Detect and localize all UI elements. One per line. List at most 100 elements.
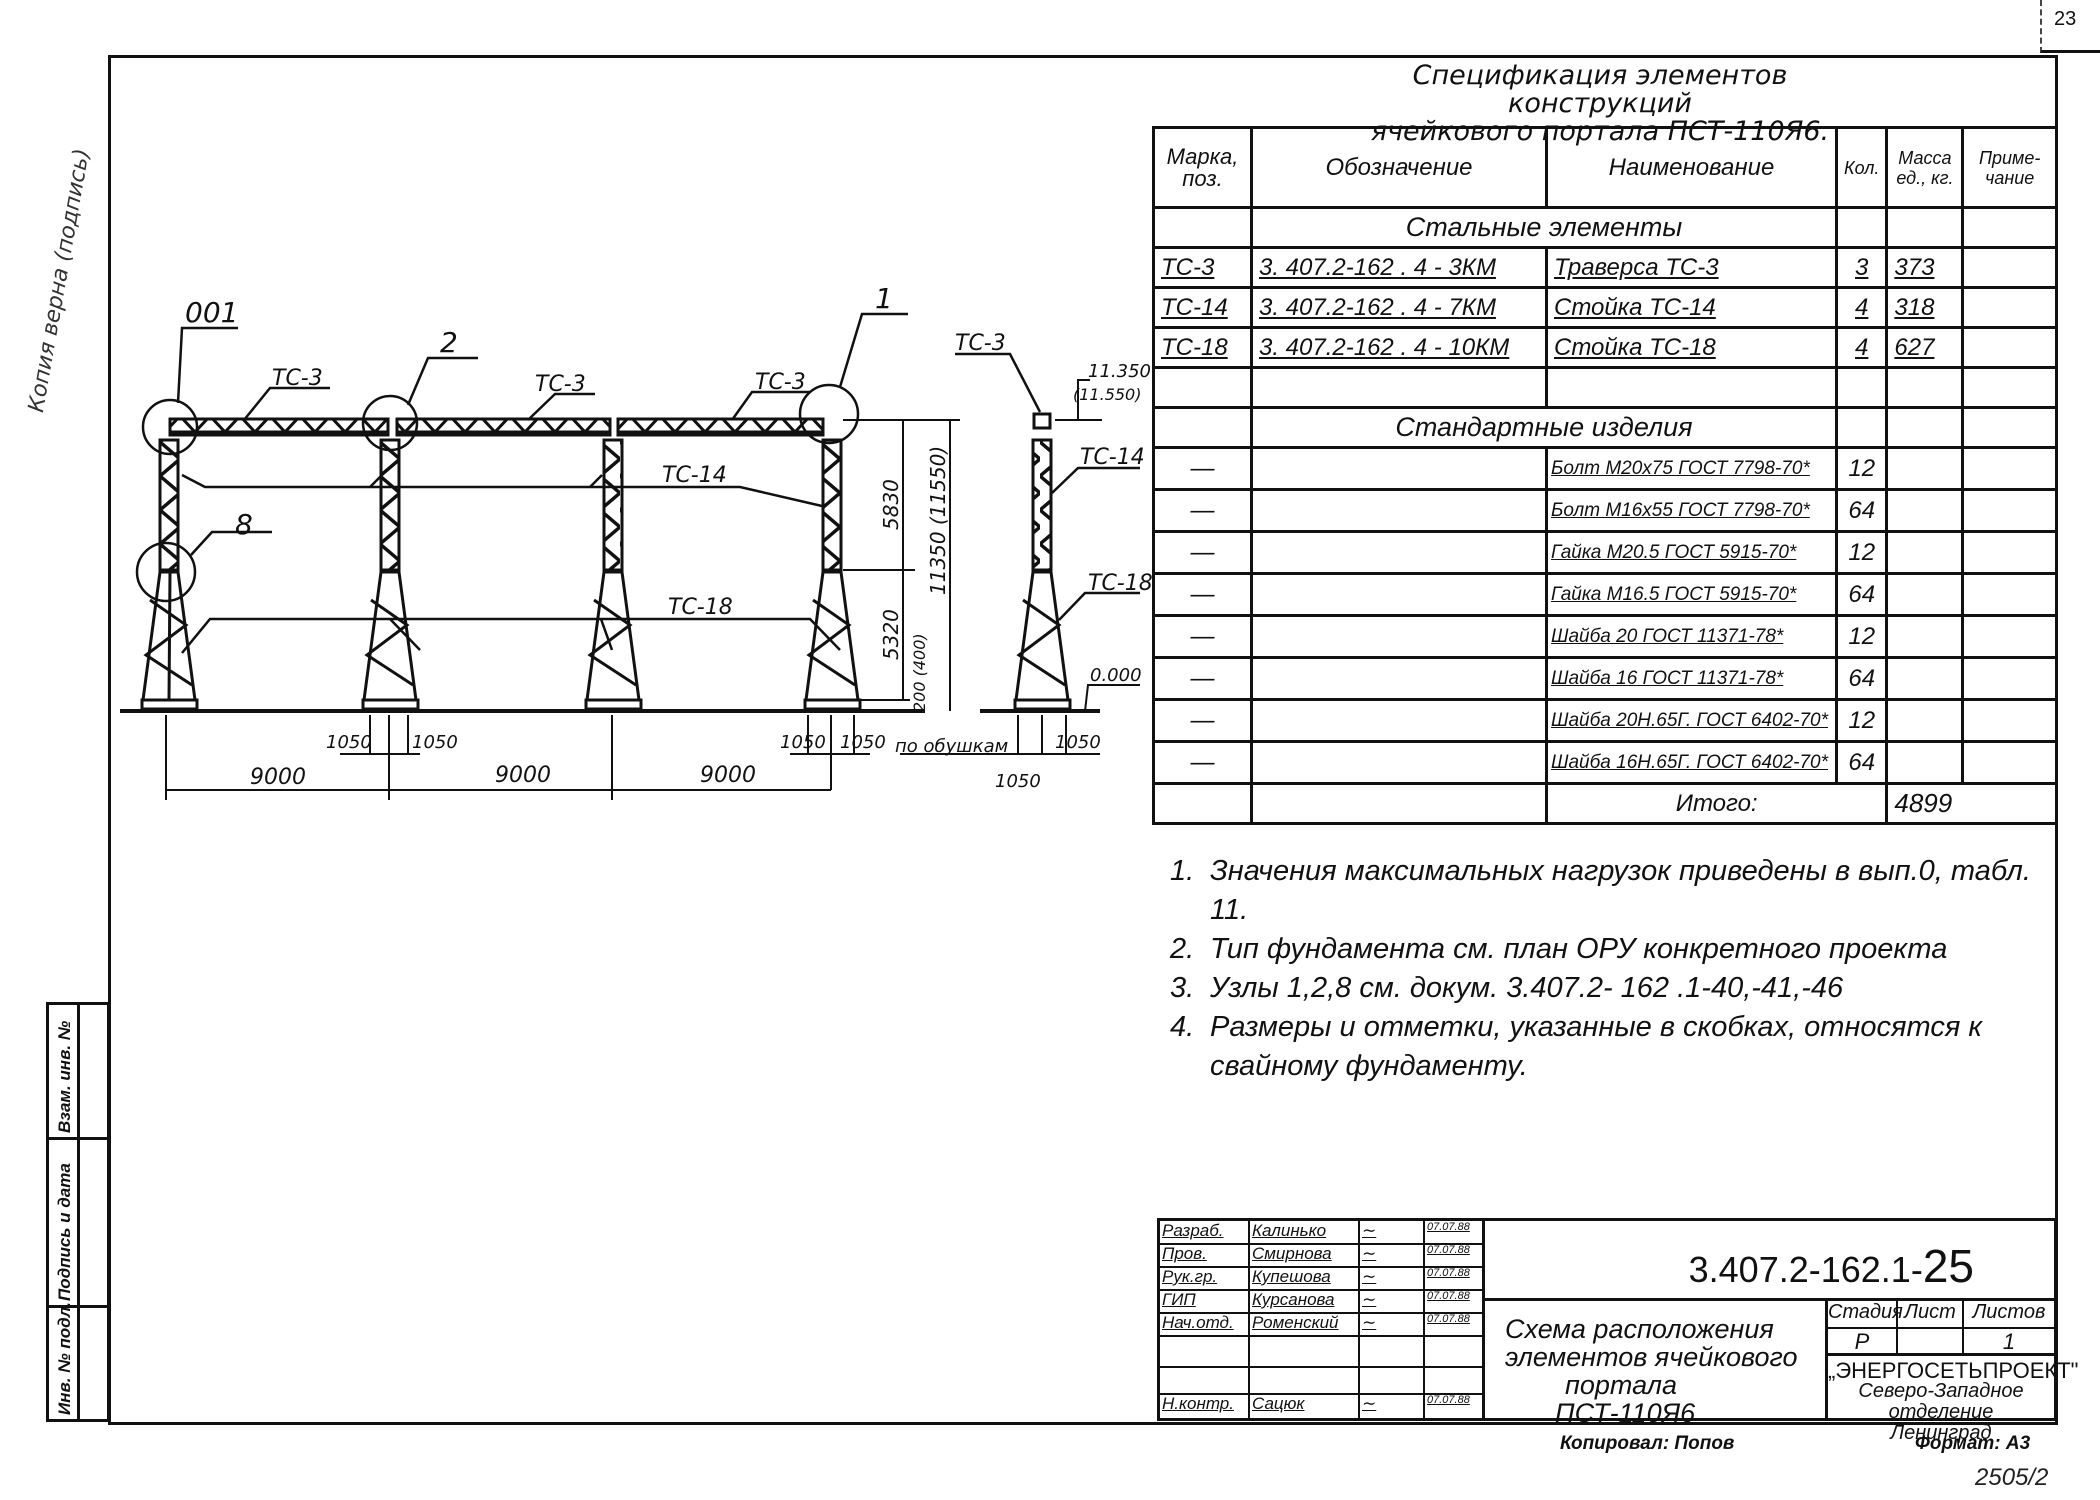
organization: „ЭНЕРГОСЕТЬПРОЕКТ" Северо-Западное отдел… xyxy=(1828,1358,2079,1444)
section-standard-row: Стандартные изделия xyxy=(1152,406,2058,449)
header-name: Наименование xyxy=(1545,126,1838,209)
dim-base-left-1: 1050 xyxy=(326,732,372,753)
note-text: Тип фундамента см. план ОРУ конкретного … xyxy=(1210,933,1948,965)
post-upper-3 xyxy=(602,438,624,572)
cell-name: Стойка ТС-18 xyxy=(1545,326,1838,369)
note-item: 4.Размеры и отметки, указанные в скобках… xyxy=(1170,1008,2050,1086)
specification-table: Марка, поз. Обозначение Наименование Кол… xyxy=(1152,126,2058,825)
cell-qty: 64 xyxy=(1834,656,1889,701)
dim-base-right-2: 1050 xyxy=(840,732,886,753)
sheets-label: Листов xyxy=(1972,1301,2046,1323)
label-traverse-1: ТС-3 xyxy=(272,366,323,391)
cell-note xyxy=(1961,326,2058,369)
total-row: Итого: 4899 xyxy=(1152,782,2058,825)
cell-mark: — xyxy=(1152,698,1253,743)
copied-by: Копировал: Попов xyxy=(1560,1433,1735,1454)
archive-cell-inventory: Инв. № подл. xyxy=(49,1302,107,1419)
spec-title-line-1: Спецификация элементов конструкций xyxy=(1412,60,1788,119)
signature-mark: ∼ xyxy=(1360,1244,1425,1266)
document-code: 3.407.2-162.1-25 xyxy=(1485,1221,2054,1301)
elevation-top-alt: (11.550) xyxy=(1073,385,1141,404)
cell-name: Стойка ТС-14 xyxy=(1545,286,1838,329)
label-traverse-side: ТС-3 xyxy=(955,331,1006,356)
traverse-2 xyxy=(395,417,612,437)
dim-side-bottom: 1050 xyxy=(995,771,1041,792)
cell-mark: — xyxy=(1152,656,1253,701)
cell-mass: 627 xyxy=(1885,326,1965,369)
cell-name: Болт М16х55 ГОСТ 7798-70* xyxy=(1545,488,1838,533)
dim-side-base-right: 1050 xyxy=(1055,732,1101,753)
cell-designation: 3. 407.2-162 . 4 - 10КМ xyxy=(1250,326,1548,369)
signature-row: Рук.гр.Купешова∼07.07.88 xyxy=(1160,1267,1482,1291)
table-row: — Шайба 16Н.65Г. ГОСТ 6402-70* 64 xyxy=(1152,740,2058,785)
node-circle-1 xyxy=(141,398,199,456)
document-code-sheet: 25 xyxy=(1922,1240,1974,1292)
signature-mark: ∼ xyxy=(1360,1394,1425,1418)
header-note: Приме-чание xyxy=(1961,126,2058,209)
dim-by-lugs: по обушкам xyxy=(895,736,1008,757)
cell-qty: 3 xyxy=(1834,246,1889,289)
label-post-upper: ТС-14 xyxy=(662,463,727,488)
total-label: Итого: xyxy=(1544,782,1889,825)
archive-cell-replacement: Взам. инв. № xyxy=(49,1005,107,1140)
header-mass: Масса ед., кг. xyxy=(1885,126,1965,209)
signature-row xyxy=(1160,1367,1482,1395)
cell-mark: ТС-18 xyxy=(1152,326,1253,369)
note-text: Узлы 1,2,8 см. докум. 3.407.2- 162 .1-40… xyxy=(1210,972,1844,1004)
post-lower-group xyxy=(141,412,1070,702)
note-text: Значения максимальных нагрузок приведены… xyxy=(1210,855,2031,926)
traverse-3 xyxy=(616,417,825,437)
node-circle-8 xyxy=(135,541,197,603)
signature-mark: ∼ xyxy=(1360,1267,1425,1289)
cell-qty: 4 xyxy=(1834,326,1889,369)
header-designation: Обозначение xyxy=(1250,126,1548,209)
note-item: 3.Узлы 1,2,8 см. докум. 3.407.2- 162 .1-… xyxy=(1170,969,2050,1008)
cell-designation: 3. 407.2-162 . 4 - 7КМ xyxy=(1250,286,1548,329)
section-standard: Стандартные изделия xyxy=(1250,406,1838,449)
cell-qty: 4 xyxy=(1834,286,1889,329)
label-post-lower: ТС-18 xyxy=(668,595,733,620)
format-label: Формат: А3 xyxy=(1915,1433,2031,1454)
cell-qty: 12 xyxy=(1834,698,1889,743)
cell-mark: — xyxy=(1152,572,1253,617)
post-upper-2 xyxy=(379,438,401,572)
cell-note xyxy=(1961,286,2058,329)
dim-base-offset: 200 (400) xyxy=(910,633,929,712)
note-item: 2.Тип фундамента см. план ОРУ конкретног… xyxy=(1170,930,2050,969)
note-text: Размеры и отметки, указанные в скобках, … xyxy=(1210,1011,1983,1082)
node-circle-2 xyxy=(361,394,419,452)
cell-note xyxy=(1961,246,2058,289)
callout-node-right: 1 xyxy=(875,282,893,315)
post-upper-4 xyxy=(821,438,843,572)
dim-base-right-1: 1050 xyxy=(412,732,458,753)
note-item: 1.Значения максимальных нагрузок приведе… xyxy=(1170,852,2050,930)
cell-mark: — xyxy=(1152,530,1253,575)
signature-row: Разраб.Калинько∼07.07.88 xyxy=(1160,1221,1482,1245)
empty-row xyxy=(1152,366,2058,409)
post-upper-1 xyxy=(158,438,180,572)
cell-name: Шайба 20Н.65Г. ГОСТ 6402-70* xyxy=(1545,698,1838,743)
table-row: — Болт М20х75 ГОСТ 7798-70* 12 xyxy=(1152,446,2058,491)
table-row: — Шайба 16 ГОСТ 11371-78* 64 xyxy=(1152,656,2058,701)
cell-qty: 64 xyxy=(1834,572,1889,617)
header-qty: Кол. xyxy=(1834,126,1889,209)
sheet-corner-box: 23 xyxy=(2040,0,2100,53)
dim-total-height: 11350 (11550) xyxy=(926,446,950,595)
cell-name: Болт М20х75 ГОСТ 7798-70* xyxy=(1545,446,1838,491)
signature-mark: ∼ xyxy=(1360,1313,1425,1335)
title-block: Разраб.Калинько∼07.07.88 Пров.Смирнова∼0… xyxy=(1157,1218,2078,1444)
elevation-top: 11.350 xyxy=(1088,361,1151,382)
traverse-1 xyxy=(168,417,390,437)
stage-value: Р xyxy=(1828,1329,1898,1354)
cell-qty: 12 xyxy=(1834,614,1889,659)
table-row: — Гайка М20.5 ГОСТ 5915-70* 12 xyxy=(1152,530,2058,575)
cell-name: Шайба 20 ГОСТ 11371-78* xyxy=(1545,614,1838,659)
cell-name: Траверса ТС-3 xyxy=(1545,246,1838,289)
node-circle-right xyxy=(798,383,860,445)
cell-mark: — xyxy=(1152,614,1253,659)
section-steel: Стальные элементы xyxy=(1250,206,1838,249)
notes-list: 1.Значения максимальных нагрузок приведе… xyxy=(1170,852,2050,1086)
signature-row: Н.контр.Сацюк∼07.07.88 xyxy=(1160,1394,1482,1418)
total-value: 4899 xyxy=(1885,782,2058,825)
cell-qty: 64 xyxy=(1834,740,1889,785)
